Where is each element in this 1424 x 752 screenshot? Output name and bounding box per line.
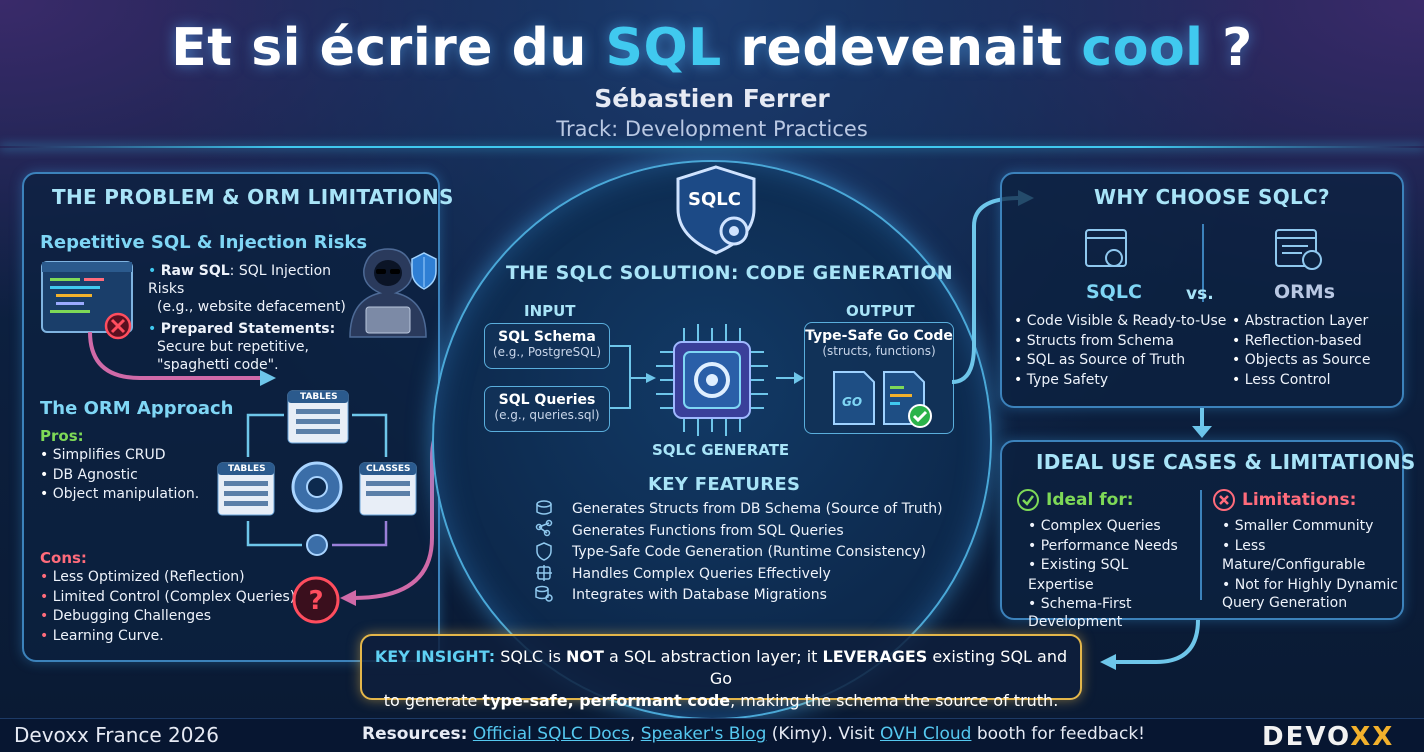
sqlc-badge-text: SQLC xyxy=(688,189,741,210)
solution-title: THE SQLC SOLUTION: CODE GENERATION xyxy=(506,262,954,284)
list-item: Complex Queries xyxy=(1028,517,1193,537)
ideal-list: Complex Queries Performance Needs Existi… xyxy=(1028,517,1193,631)
x-circle-icon xyxy=(1212,488,1236,512)
list-item: Type-Safe Code Generation (Runtime Consi… xyxy=(572,544,927,560)
orm-window-icon xyxy=(1274,226,1326,274)
list-item: Abstraction Layer xyxy=(1232,312,1370,332)
list-item: Structs from Schema xyxy=(1014,332,1226,352)
why-orm-label: ORMs xyxy=(1274,281,1335,303)
cons-list: Less Optimized (Reflection) Limited Cont… xyxy=(40,568,296,647)
solution-circle xyxy=(432,160,992,720)
list-item: Reflection-based xyxy=(1232,332,1370,352)
list-item: DB Agnostic xyxy=(40,466,199,486)
sqlc-generate-label: SQLC GENERATE xyxy=(652,441,790,459)
list-item: Integrates with Database Migrations xyxy=(572,587,827,603)
limitations-label: Limitations: xyxy=(1242,490,1357,510)
list-item: Debugging Challenges xyxy=(40,607,295,627)
svg-text:?: ? xyxy=(308,586,323,616)
pros-list: Simplifies CRUD DB Agnostic Object manip… xyxy=(40,446,200,505)
speaker-blog-link[interactable]: Speaker's Blog xyxy=(640,724,767,744)
diagram-classes: CLASSES xyxy=(366,464,411,474)
repetitive-sql-heading: Repetitive SQL & Injection Risks xyxy=(40,232,368,253)
speaker-name: Sébastien Ferrer xyxy=(594,84,830,113)
chip-gear-icon xyxy=(654,322,770,438)
code-window-error-icon xyxy=(40,260,140,340)
ideal-label: Ideal for: xyxy=(1046,490,1134,510)
orm-approach-heading: The ORM Approach xyxy=(40,398,234,419)
input-label: INPUT xyxy=(524,302,576,320)
list-item: Performance Needs xyxy=(1028,537,1193,557)
diagram-tables-left: TABLES xyxy=(228,464,266,474)
list-item: Handles Complex Queries Effectively xyxy=(572,565,831,582)
sql-schema-sub: (e.g., PostgreSQL) xyxy=(492,345,602,359)
feature-icons xyxy=(534,499,554,609)
key-features-title: KEY FEATURES xyxy=(648,474,801,495)
list-item: Generates Functions from SQL Queries xyxy=(572,522,844,539)
footer-bar xyxy=(0,718,1424,752)
list-item: Not for Highly Dynamic Query Generation xyxy=(1222,576,1398,612)
list-item: Less Control xyxy=(1232,371,1370,391)
key-insight-banner: KEY INSIGHT: SQLC is NOT a SQL abstracti… xyxy=(360,634,1082,710)
page-title: Et si écrire du SQL redevenait cool ? xyxy=(171,18,1253,78)
list-item: Existing SQL Expertise xyxy=(1028,556,1193,595)
go-file-label: GO xyxy=(842,395,863,409)
resources-line: Resources: Official SQLC Docs, Speaker's… xyxy=(362,724,1145,744)
pros-label: Pros: xyxy=(40,427,84,445)
output-arrow xyxy=(774,370,806,386)
list-item: Object manipulation. xyxy=(40,485,200,505)
question-icon: ? xyxy=(290,574,342,626)
why-sqlc-label: SQLC xyxy=(1086,281,1142,303)
list-item: Generates Structs from DB Schema (Source… xyxy=(572,501,943,517)
list-item: Schema-First Development xyxy=(1028,595,1148,631)
list-item: SQL as Source of Truth xyxy=(1014,351,1226,371)
vs-label: vs. xyxy=(1186,284,1214,304)
ovh-cloud-link[interactable]: OVH Cloud xyxy=(879,724,972,744)
diagram-tables-top: TABLES xyxy=(300,392,338,402)
sqlc-window-icon xyxy=(1084,226,1130,272)
cons-label: Cons: xyxy=(40,549,87,567)
header-divider xyxy=(0,146,1424,148)
features-list: Generates Structs from DB Schema (Source… xyxy=(572,499,943,607)
problem-title: THE PROBLEM & ORM LIMITATIONS xyxy=(52,185,454,209)
sqlc-shield-logo xyxy=(674,165,758,255)
flow-arrow-problem xyxy=(80,330,280,390)
list-item: Less Mature/Configurable xyxy=(1222,537,1402,576)
orm-points: Abstraction Layer Reflection-based Objec… xyxy=(1232,312,1371,391)
sqlc-docs-link[interactable]: Official SQLC Docs xyxy=(472,724,630,744)
list-item: Less Optimized (Reflection) xyxy=(40,568,295,588)
usecases-title: IDEAL USE CASES & LIMITATIONS xyxy=(1036,450,1416,474)
devoxx-logo: DEVOXX xyxy=(1262,722,1395,752)
go-code-title: Type-Safe Go Code xyxy=(805,328,953,344)
sql-queries-sub: (e.g., queries.sql) xyxy=(494,408,600,422)
input-arrows xyxy=(608,320,658,420)
why-divider xyxy=(1202,224,1204,302)
output-label: OUTPUT xyxy=(846,302,915,320)
hacker-icon xyxy=(340,245,440,340)
sql-schema-box: SQL Schema (e.g., PostgreSQL) xyxy=(484,323,610,369)
sql-queries-title: SQL Queries xyxy=(498,392,596,408)
raw-sql-note: • Raw SQL: SQL Injection Risks (e.g., we… xyxy=(148,263,346,373)
why-title: WHY CHOOSE SQLC? xyxy=(1094,185,1330,209)
list-item: Type Safety xyxy=(1014,371,1226,391)
list-item: Code Visible & Ready-to-Use xyxy=(1014,312,1227,332)
sqlc-points: Code Visible & Ready-to-Use Structs from… xyxy=(1014,312,1227,391)
usecases-divider xyxy=(1200,490,1202,600)
limits-list: Smaller Community Less Mature/Configurab… xyxy=(1222,517,1402,612)
list-item: Limited Control (Complex Queries) xyxy=(40,588,296,608)
sql-schema-title: SQL Schema xyxy=(498,329,596,345)
list-item: Smaller Community xyxy=(1222,517,1402,537)
list-item: Simplifies CRUD xyxy=(40,446,199,466)
check-circle-icon xyxy=(1016,488,1040,512)
event-name: Devoxx France 2026 xyxy=(14,723,219,747)
orm-mapping-diagram xyxy=(214,385,424,565)
list-item: Objects as Source xyxy=(1232,351,1371,371)
sql-queries-box: SQL Queries (e.g., queries.sql) xyxy=(484,386,610,432)
list-item: Learning Curve. xyxy=(40,627,295,647)
track-label: Track: Development Practices xyxy=(556,117,868,141)
down-arrow-icon xyxy=(1190,408,1214,440)
go-code-sub: (structs, functions) xyxy=(822,344,936,358)
flow-arrow-to-insight xyxy=(1096,618,1206,674)
go-file-icon xyxy=(830,370,940,428)
